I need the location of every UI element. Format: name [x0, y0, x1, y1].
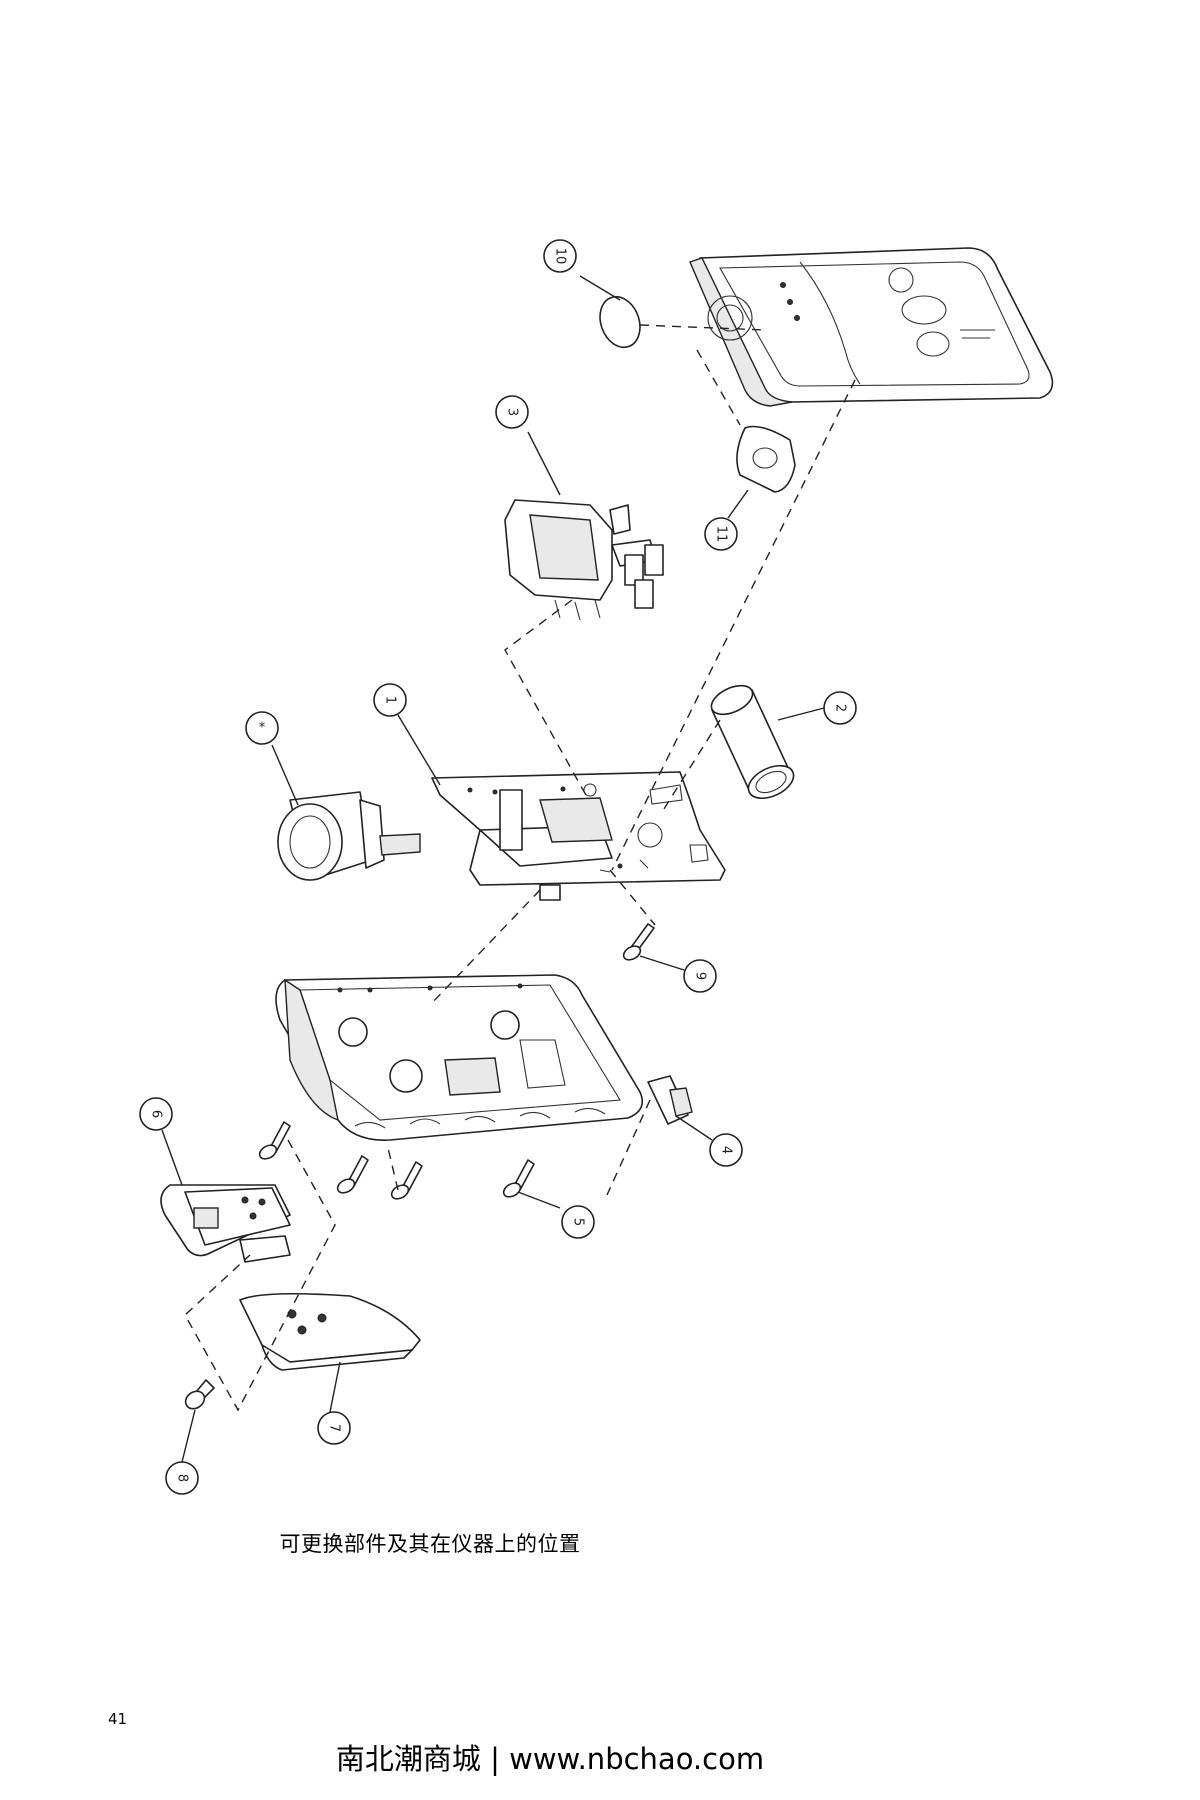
callout-10: 10	[543, 239, 577, 273]
connector-part	[647, 1075, 693, 1125]
callout-label: 1	[383, 696, 398, 704]
callout-label: 3	[505, 408, 520, 416]
callout-label: 2	[833, 704, 848, 712]
callout-5: 5	[561, 1205, 595, 1239]
callout-label: 5	[571, 1218, 586, 1226]
leader-lines	[161, 275, 825, 1463]
callout-label: 9	[693, 972, 708, 980]
callout-star: *	[245, 711, 279, 745]
circuit-board-part	[431, 771, 726, 901]
front-cover-part	[689, 247, 1054, 407]
sensor-block-part	[504, 499, 664, 621]
gasket-part	[736, 425, 796, 493]
callout-4: 4	[709, 1133, 743, 1167]
callout-9: 9	[683, 959, 717, 993]
callout-8: 8	[165, 1461, 199, 1495]
callout-label: 6	[149, 1110, 164, 1118]
callout-label: 10	[553, 248, 568, 265]
round-sensor-part	[277, 791, 421, 881]
belt-clip-part	[239, 1292, 421, 1371]
clip-bracket-part	[160, 1184, 291, 1263]
screw-9-part	[622, 923, 655, 961]
page-number: 41	[108, 1710, 128, 1728]
callout-label: *	[259, 721, 266, 736]
assembly-lines	[184, 324, 856, 1412]
callout-label: 11	[714, 526, 729, 543]
rear-housing-part	[275, 974, 644, 1141]
callout-label: 4	[719, 1146, 734, 1154]
callout-11: 11	[704, 517, 738, 551]
callout-2: 2	[823, 691, 857, 725]
callout-3: 3	[495, 395, 529, 429]
callout-6: 6	[139, 1097, 173, 1131]
disk-part	[599, 295, 641, 349]
screws-5-part	[258, 1121, 535, 1200]
callout-label: 8	[175, 1474, 190, 1482]
callout-label: 7	[327, 1424, 342, 1432]
footer-watermark: 南北潮商城 | www.nbchao.com	[335, 1742, 765, 1776]
callout-1: 1	[373, 683, 407, 717]
battery-cylinder-part	[710, 684, 795, 800]
figure-caption: 可更换部件及其在仪器上的位置	[279, 1532, 581, 1556]
screw-8-part	[184, 1379, 215, 1410]
callout-7: 7	[317, 1411, 351, 1445]
